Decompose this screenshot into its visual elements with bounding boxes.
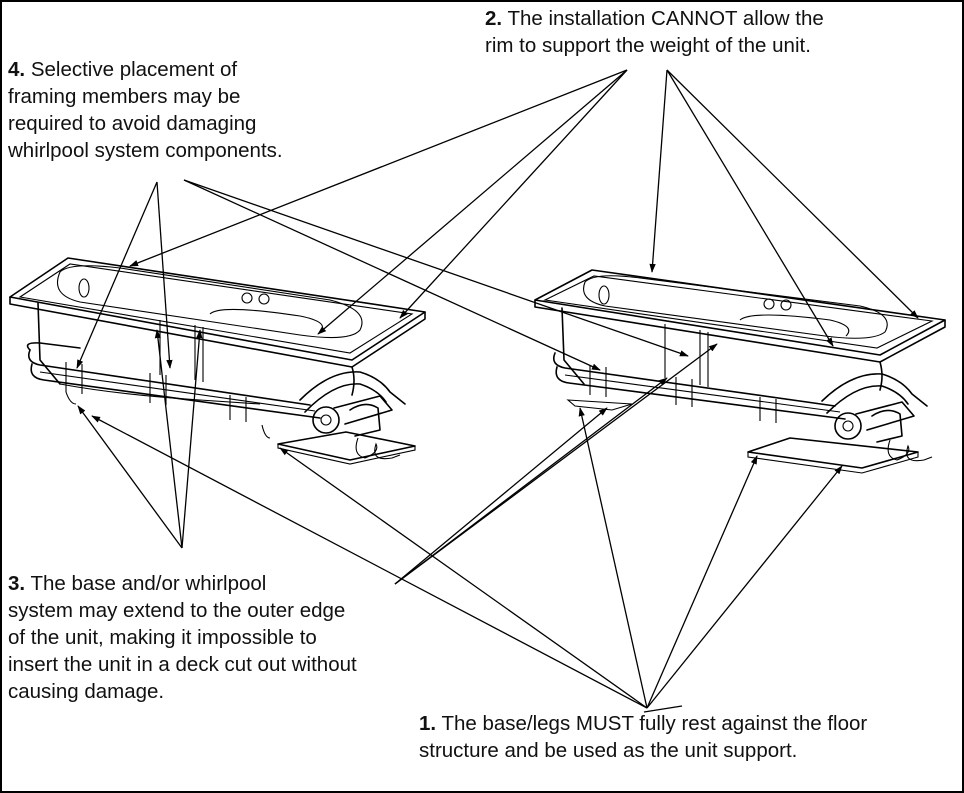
note-1-number: 1. <box>419 712 437 735</box>
note-3-base-extension: 3. The base and/or whirlpool system may … <box>8 570 357 705</box>
note-1-leader-right-base-left <box>646 455 758 709</box>
note-4-leader-left-frame-2 <box>156 181 173 369</box>
note-1-line-1: 1. The base/legs MUST fully rest against… <box>419 712 868 735</box>
note-1-leader-junction <box>643 705 683 713</box>
note-2-rim-support: 2. The installation CANNOT allow the rim… <box>485 5 824 59</box>
note-1-base-legs: 1. The base/legs MUST fully rest against… <box>419 710 867 764</box>
note-3-leader-left-frame <box>181 329 203 549</box>
note-4-line-4: whirlpool system components. <box>8 139 283 162</box>
note-2-line-1: 2. The installation CANNOT allow the <box>485 7 824 30</box>
note-2-leader-right-rim-back <box>649 69 668 273</box>
note-3-leader-right-body <box>394 343 718 585</box>
note-1-leader-left-base <box>279 447 648 709</box>
note-2-leader-right-rim-right <box>666 69 919 319</box>
note-2-leader-left-rim-front <box>317 69 628 335</box>
note-2-leader-left-rim-right <box>399 69 628 319</box>
note-3-line-1: 3. The base and/or whirlpool <box>8 572 267 595</box>
note-4-leader-right-frame-1 <box>183 179 601 371</box>
note-3-line-2: system may extend to the outer edge <box>8 599 346 622</box>
note-1-leader-right-base-right <box>646 465 843 709</box>
left-whirlpool-tub <box>9 257 426 465</box>
note-3-number: 3. <box>8 572 26 595</box>
note-2-leader-right-rim-front <box>666 69 834 347</box>
note-3-leader-right-base <box>394 407 608 585</box>
note-4-line-1: 4. Selective placement of <box>8 58 238 81</box>
note-3-line-4: insert the unit in a deck cut out withou… <box>8 653 357 676</box>
note-4-leader-left-frame-1 <box>76 181 158 369</box>
note-2-line-2: rim to support the weight of the unit. <box>485 34 811 57</box>
note-3-line-5: causing damage. <box>8 680 165 703</box>
note-4-number: 4. <box>8 58 26 81</box>
note-3-leader-left-body <box>154 329 183 549</box>
note-2-leader-left-rim-back <box>129 69 628 267</box>
note-1-leader-right-leg <box>578 407 648 709</box>
right-pump-motor <box>834 412 862 440</box>
leader-lines <box>76 69 919 713</box>
left-pump-motor <box>312 406 340 434</box>
note-4-leader-right-frame-2 <box>183 179 689 357</box>
note-4-framing-members: 4. Selective placement of framing member… <box>8 56 283 164</box>
left-tub-base <box>277 431 416 461</box>
note-1-leader-left-leg <box>91 415 648 709</box>
right-tub-rim <box>534 269 946 356</box>
right-whirlpool-tub <box>534 269 946 474</box>
note-4-line-3: required to avoid damaging <box>8 112 257 135</box>
note-2-number: 2. <box>485 7 503 30</box>
note-3-leader-left-pipe <box>77 405 183 549</box>
note-4-line-2: framing members may be <box>8 85 241 108</box>
note-1-line-2: structure and be used as the unit suppor… <box>419 739 798 762</box>
right-tub-base <box>747 437 919 469</box>
note-3-line-3: of the unit, making it impossible to <box>8 626 317 649</box>
